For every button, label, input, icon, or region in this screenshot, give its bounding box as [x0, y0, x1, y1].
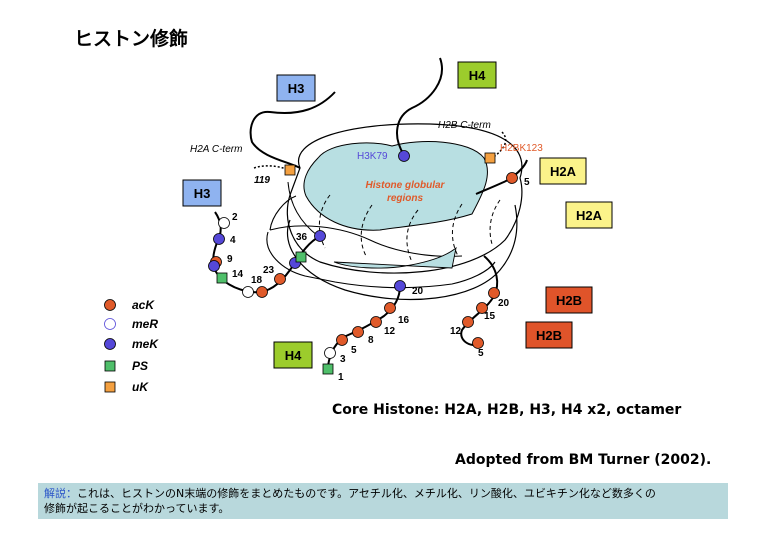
h2a-label-2: H2A [576, 208, 603, 223]
h2bk123-mark [484, 152, 496, 164]
h3-tail-top [249, 91, 336, 169]
h4-residue-16: 16 [398, 315, 410, 326]
h2b-k15-mark [476, 302, 488, 314]
h3k79-label: H3K79 [357, 151, 388, 162]
core-histone-caption: Core Histone: H2A, H2B, H3, H4 x2, octam… [332, 402, 682, 418]
h2b-k12-mark [462, 316, 474, 328]
legend-PS-label: PS [132, 359, 148, 373]
page-title: ヒストン修飾 [74, 28, 189, 50]
h2a-k119-mark [284, 164, 296, 176]
h3-k36-mark [314, 230, 326, 242]
legend-acK-label: acK [132, 298, 155, 312]
h4-tail-lower [327, 285, 401, 367]
h2a-cterm-label: H2A C-term [190, 144, 242, 155]
h3-residue-9: 9 [227, 254, 233, 265]
histone-tails [212, 57, 528, 367]
h2b-box-2 [525, 321, 573, 349]
legend-uK-swatch [104, 381, 116, 393]
note-line-2: 修飾が起こることがわかっています。 [44, 502, 230, 515]
h3-s10-mark [216, 272, 228, 284]
note-line-1: これは、ヒストンのN末端の修飾をまとめたものです。アセチル化、メチル化、リン酸化… [77, 487, 656, 500]
nucleosome [266, 123, 523, 301]
h4-label-lower: H4 [285, 348, 302, 363]
legend-acK-swatch [104, 299, 116, 311]
explanation-note: 解説：これは、ヒストンのN末端の修飾をまとめたものです。アセチル化、メチル化、リ… [38, 483, 728, 519]
h4-s1-mark [322, 363, 334, 375]
legend: acK meR meK PS uK [104, 298, 159, 394]
h3-residue-36: 36 [296, 232, 308, 243]
h4-k8-mark [352, 326, 364, 338]
h2a-label-1: H2A [550, 164, 577, 179]
h3-residue-18: 18 [251, 275, 263, 286]
h3-box-top [276, 74, 316, 102]
h2b-residue-15: 15 [484, 311, 496, 322]
h3-k14-mark [242, 286, 254, 298]
h2b-cterm-label: H2B C-term [438, 120, 491, 131]
h4-residue-5: 5 [351, 345, 357, 356]
h2b-residue-5: 5 [478, 348, 484, 359]
h3-box-left [182, 179, 222, 207]
h3-k23-mark [274, 273, 286, 285]
h2bk123-label: H2BK123 [500, 143, 543, 154]
h4-k12-mark [370, 316, 382, 328]
h4-residue-12: 12 [384, 326, 396, 337]
h3-k18-mark [256, 286, 268, 298]
h2b-residue-20: 20 [498, 298, 510, 309]
h4-residue-20: 20 [412, 286, 424, 297]
legend-meR-swatch [104, 318, 116, 330]
h2b-residue-12: 12 [450, 326, 462, 337]
h3-label-left: H3 [194, 186, 211, 201]
histone-labels: H3 H4 H3 H2A H2A H2B H2B H4 [182, 61, 613, 369]
h2b-k20-mark [488, 287, 500, 299]
h2b-box-1 [545, 286, 593, 314]
h2a-box-2 [565, 201, 613, 229]
residue-5-h2a-label: 5 [524, 177, 530, 188]
h3-residue-14: 14 [232, 269, 244, 280]
h4-box-top [457, 61, 497, 89]
h4-k16-mark [384, 302, 396, 314]
legend-meK-swatch [104, 338, 116, 350]
h4-residue-1: 1 [338, 372, 344, 383]
legend-uK-label: uK [132, 380, 149, 394]
h3-residue-4: 4 [230, 235, 236, 246]
h3-r2-mark [218, 217, 230, 229]
h4-residue-8: 8 [368, 335, 374, 346]
legend-meR-label: meR [132, 317, 158, 331]
h4-box-lower [273, 341, 313, 369]
h3-k9-mark-me [208, 260, 220, 272]
h2b-k5-mark [472, 337, 484, 349]
h4-k20-mark [394, 280, 406, 292]
h4-r3-mark [324, 347, 336, 359]
h2b-tail [460, 255, 499, 346]
residue-119-label: 119 [254, 175, 270, 186]
histone-globular-region [303, 141, 488, 231]
note-label: 解説： [44, 487, 77, 500]
h3k79-mark [398, 150, 410, 162]
h4-residue-3: 3 [340, 354, 346, 365]
h4-label-top: H4 [469, 68, 486, 83]
source-caption: Adopted from BM Turner (2002). [455, 452, 712, 468]
h3-k4-mark [213, 233, 225, 245]
h3-residue-23: 23 [263, 265, 275, 276]
h2b-label-2: H2B [536, 328, 562, 343]
legend-PS-swatch [104, 360, 116, 372]
h2a-k5-mark [506, 172, 518, 184]
h4-tail-top [396, 57, 443, 156]
h2a-box-1 [539, 157, 587, 185]
globular-label-2: regions [387, 193, 424, 204]
h3-label-top: H3 [288, 81, 305, 96]
h3-s28-mark [295, 251, 307, 263]
h2b-label-1: H2B [556, 293, 582, 308]
globular-label-1: Histone globular [366, 180, 446, 191]
h3-residue-2: 2 [232, 212, 238, 223]
h4-k5-mark [336, 334, 348, 346]
legend-meK-label: meK [132, 337, 159, 351]
